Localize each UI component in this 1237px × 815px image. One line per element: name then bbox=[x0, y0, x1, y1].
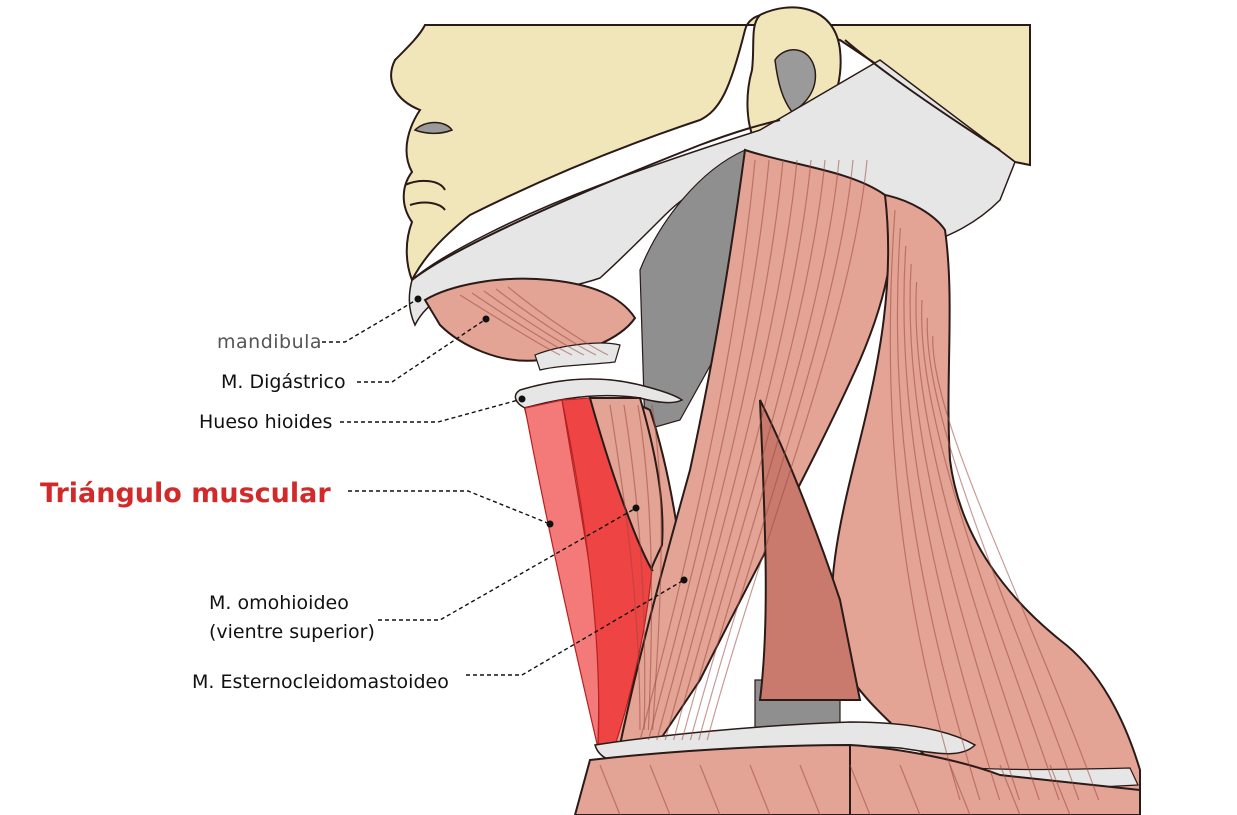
posterior-fiber bbox=[903, 245, 1001, 801]
label-scm: M. Esternocleidomastoideo bbox=[192, 671, 449, 693]
marker-scm bbox=[680, 576, 688, 584]
scalene-muscles bbox=[758, 399, 862, 701]
posterior-fiber bbox=[915, 281, 1040, 801]
floor-fiber bbox=[471, 292, 573, 356]
label-omohyoid-line1: M. omohioideo bbox=[209, 592, 349, 614]
floor-fiber bbox=[459, 294, 561, 356]
strap-fiber bbox=[609, 404, 641, 731]
omohyoid-muscle bbox=[588, 397, 664, 572]
chest-fiber bbox=[649, 764, 671, 815]
ear-inner bbox=[774, 49, 817, 113]
scm-fiber bbox=[698, 159, 854, 741]
label-omohyoid-line2: (vientre superior) bbox=[209, 621, 375, 643]
leader-hyoid bbox=[340, 398, 523, 423]
scm-fiber bbox=[664, 159, 798, 741]
strap-fiber bbox=[623, 404, 646, 731]
label-muscular-triangle: Triángulo muscular bbox=[40, 478, 331, 509]
chest-fiber bbox=[749, 764, 771, 815]
leader-scm bbox=[466, 579, 685, 676]
leader-digastric bbox=[357, 318, 487, 383]
scm-fiber bbox=[639, 159, 756, 741]
posterior-neck-muscles bbox=[830, 193, 1141, 815]
scm-fiber bbox=[681, 159, 826, 741]
floor-fiber bbox=[495, 288, 597, 356]
marker-dots bbox=[414, 295, 688, 584]
posterior-fiber bbox=[889, 209, 961, 801]
scm-fiber bbox=[706, 159, 868, 741]
scm-fiber bbox=[689, 159, 840, 741]
chest-fiber bbox=[899, 764, 921, 815]
floor-fiber bbox=[483, 290, 585, 356]
posterior-fiber bbox=[896, 227, 981, 801]
skull-edge bbox=[844, 39, 1001, 151]
chest-fiber bbox=[849, 764, 871, 815]
label-mandible: mandibula bbox=[217, 331, 322, 353]
leader-triangle bbox=[348, 490, 551, 525]
marker-hyoid bbox=[518, 395, 526, 403]
scm-fiber bbox=[673, 159, 812, 741]
chest-fiber bbox=[799, 764, 821, 815]
scm-fiber bbox=[647, 159, 770, 741]
chest-fiber bbox=[949, 764, 971, 815]
chest-fiber bbox=[699, 764, 721, 815]
marker-mandible bbox=[414, 295, 422, 303]
posterior-fiber bbox=[921, 299, 1060, 801]
label-hyoid: Hueso hioides bbox=[199, 411, 332, 433]
lips bbox=[404, 179, 446, 211]
chest-fiber bbox=[999, 764, 1021, 815]
leader-mandible bbox=[322, 298, 419, 343]
leader-omohyoid bbox=[378, 507, 637, 621]
scm-fiber bbox=[656, 159, 784, 741]
strap-fiber bbox=[637, 404, 653, 731]
marker-omohyoid bbox=[632, 504, 640, 512]
posterior-fiber bbox=[926, 317, 1080, 801]
posterior-fiber bbox=[932, 335, 1100, 801]
label-digastric: M. Digástrico bbox=[221, 371, 346, 393]
muscle-fibers bbox=[459, 159, 1100, 815]
marker-digastric bbox=[482, 315, 490, 323]
chest-fiber bbox=[599, 764, 621, 815]
shoulder-muscles bbox=[849, 743, 1141, 815]
strap-fiber bbox=[651, 404, 662, 731]
floor-fiber bbox=[507, 286, 609, 356]
nostril bbox=[413, 121, 454, 135]
marker-triangle bbox=[546, 520, 554, 528]
chest-fiber bbox=[1049, 764, 1071, 815]
jaw-edge bbox=[411, 119, 781, 281]
leader-lines bbox=[322, 298, 685, 676]
posterior-fiber bbox=[909, 263, 1020, 801]
